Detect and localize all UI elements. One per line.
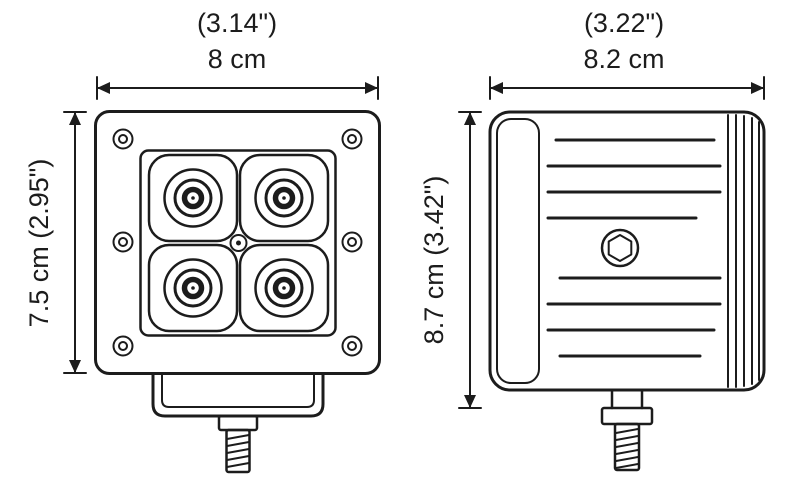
bolt-nut: [600, 406, 654, 426]
center-screw-icon: [229, 234, 248, 252]
arrow-down-icon: [464, 395, 476, 408]
screw-icon: [341, 231, 363, 253]
led-reflector: [147, 243, 239, 333]
arrow-up-icon: [464, 112, 476, 125]
screw-icon: [112, 231, 134, 253]
arrow-left-icon: [490, 82, 503, 94]
arrow-down-icon: [69, 360, 81, 373]
screw-icon: [112, 128, 134, 150]
arrow-right-icon: [365, 82, 378, 94]
arrow-left-icon: [97, 82, 110, 94]
housing-outline: [94, 110, 381, 375]
bolt-stud: [225, 428, 251, 474]
led-reflector: [147, 153, 239, 243]
bolt-threads: [615, 428, 639, 469]
rear-fin-lines: [727, 114, 760, 388]
front-height-label: 7.5 cm (2.95"): [24, 159, 54, 328]
side-height-dimension: 8.7 cm (3.42"): [419, 111, 482, 409]
front-width-dimension: (3.14") 8 cm: [96, 8, 379, 100]
arrow-up-icon: [69, 112, 81, 125]
front-housing: [94, 110, 381, 375]
arrow-right-icon: [751, 82, 764, 94]
side-width-metric-label: 8.2 cm: [583, 44, 664, 74]
hex-bolt-icon: [600, 228, 640, 268]
front-height-dimension: 7.5 cm (2.95"): [24, 111, 87, 374]
led-reflector: [238, 153, 330, 243]
front-leds: [147, 153, 330, 333]
side-housing: [488, 110, 766, 392]
screw-icon: [341, 128, 363, 150]
bolt-neck: [610, 388, 644, 410]
bolt-threads: [226, 434, 250, 468]
side-view: (3.22") 8.2 cm 8.7 cm (3.42"): [419, 8, 766, 472]
bezel-outline: [139, 149, 337, 337]
front-bezel-line: [496, 118, 540, 384]
front-screws: [112, 128, 363, 357]
front-width-inches-label: (3.14"): [197, 8, 277, 38]
screw-icon: [112, 335, 134, 357]
side-body-outline: [488, 110, 766, 392]
front-mounting-bolt: [217, 414, 259, 474]
front-width-metric-label: 8 cm: [208, 44, 267, 74]
led-reflector: [238, 243, 330, 333]
front-mounting-bracket: [151, 372, 325, 418]
bolt-nut: [217, 414, 259, 432]
front-view: (3.14") 8 cm 7.5 cm (2.95"): [24, 8, 381, 474]
side-width-dimension: (3.22") 8.2 cm: [489, 8, 765, 100]
side-width-inches-label: (3.22"): [584, 8, 664, 38]
side-height-label: 8.7 cm (3.42"): [419, 176, 449, 345]
cooling-rib-lines: [546, 138, 722, 358]
side-mounting-bolt: [600, 388, 654, 472]
screw-icon: [341, 335, 363, 357]
